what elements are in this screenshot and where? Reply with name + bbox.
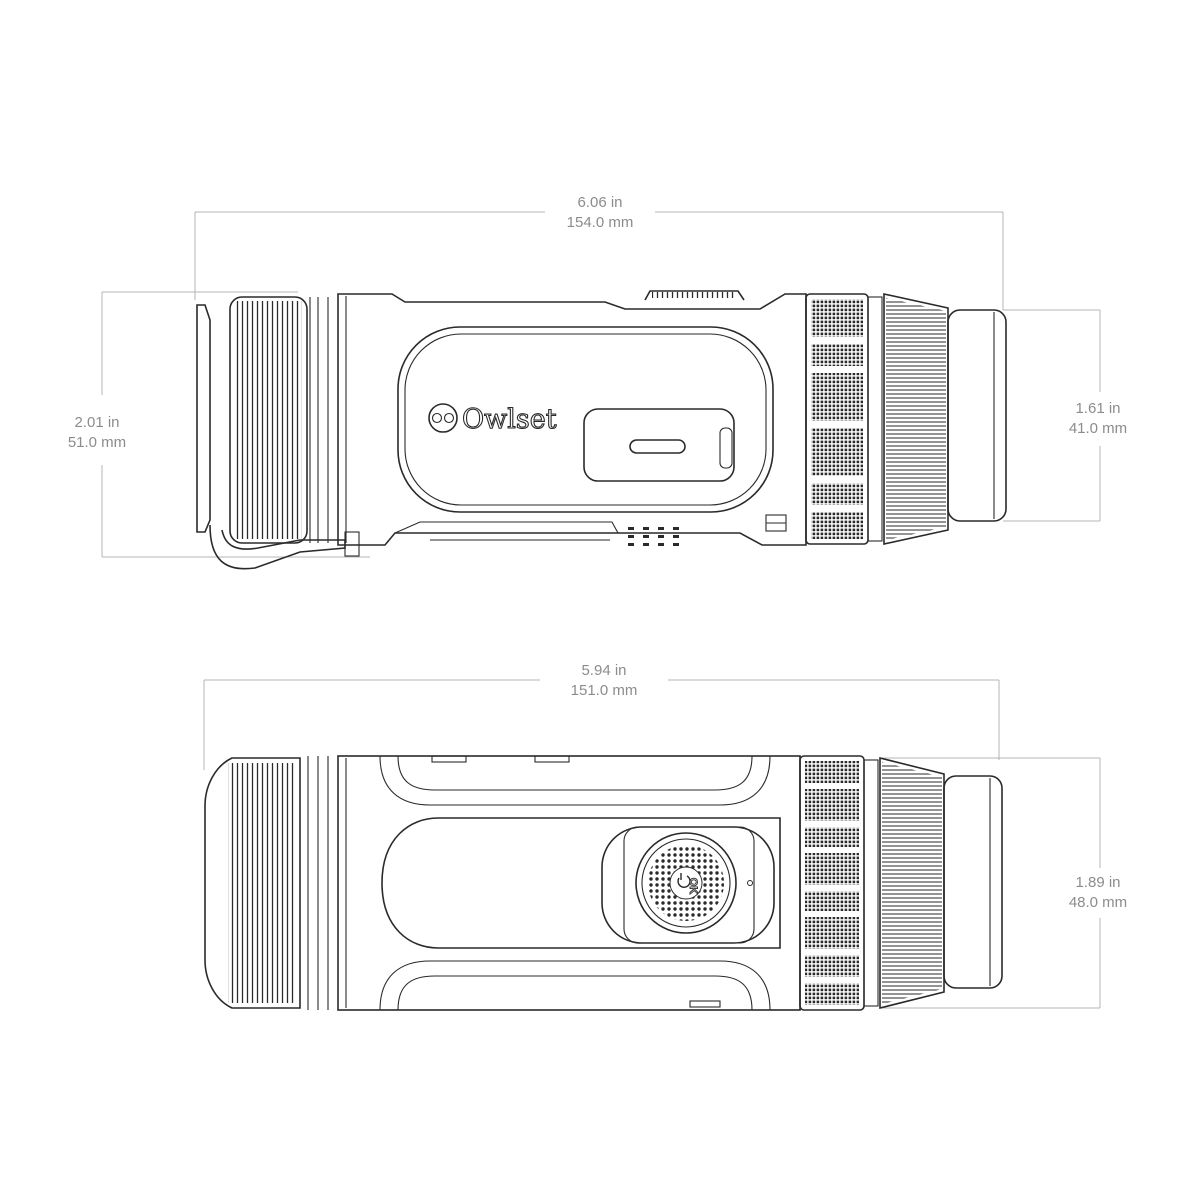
top-height-label: 2.01 in 51.0 mm xyxy=(68,414,126,451)
bottom-height-mm: 48.0 mm xyxy=(1069,894,1127,911)
vent-slots xyxy=(628,527,679,546)
top-height-mm: 51.0 mm xyxy=(68,434,126,451)
top-length-inches: 6.06 in xyxy=(577,194,622,211)
eyepiece-height-mm: 41.0 mm xyxy=(1069,420,1127,437)
bottom-eyecup xyxy=(943,775,1003,989)
objective-ring xyxy=(229,296,329,544)
eyepiece-height-label: 1.61 in 41.0 mm xyxy=(1069,400,1127,437)
eyecup xyxy=(947,309,1007,522)
top-height-inches: 2.01 in xyxy=(74,414,119,431)
bottom-main-body xyxy=(337,755,801,1011)
bottom-view-device: OK xyxy=(203,679,1101,1011)
bottom-objective-ring xyxy=(204,756,329,1010)
top-length-label: 6.06 in 154.0 mm xyxy=(567,194,634,231)
top-length-dimension-lines xyxy=(194,211,1004,310)
bottom-length-mm: 151.0 mm xyxy=(571,682,638,699)
power-icon xyxy=(677,873,691,888)
eyepiece-height-inches: 1.61 in xyxy=(1075,400,1120,417)
bottom-height-inches: 1.89 in xyxy=(1075,874,1120,891)
bottom-height-dimension-lines xyxy=(880,757,1101,1009)
ok-button[interactable]: OK xyxy=(635,832,737,934)
eyepiece-height-dimension-lines xyxy=(1003,309,1101,522)
lens-cap xyxy=(196,304,360,570)
bottom-eyepiece-cone xyxy=(879,756,945,1010)
bottom-height-label: 1.89 in 48.0 mm xyxy=(1069,874,1127,911)
eyepiece-cone xyxy=(883,293,949,545)
top-height-dimension-lines xyxy=(101,291,370,558)
bottom-length-inches: 5.94 in xyxy=(581,662,626,679)
top-length-mm: 154.0 mm xyxy=(567,214,634,231)
bottom-length-dimension-lines xyxy=(203,679,1000,770)
diopter-ring xyxy=(805,293,883,545)
brand-name: Owlset xyxy=(462,404,557,435)
ok-label: OK xyxy=(687,878,699,895)
main-body xyxy=(337,290,807,546)
brand-logo: Owlset xyxy=(428,403,557,436)
bottom-diopter-ring xyxy=(799,755,879,1011)
top-view-device: Owlset xyxy=(101,211,1101,570)
bottom-length-label: 5.94 in 151.0 mm xyxy=(571,662,638,699)
